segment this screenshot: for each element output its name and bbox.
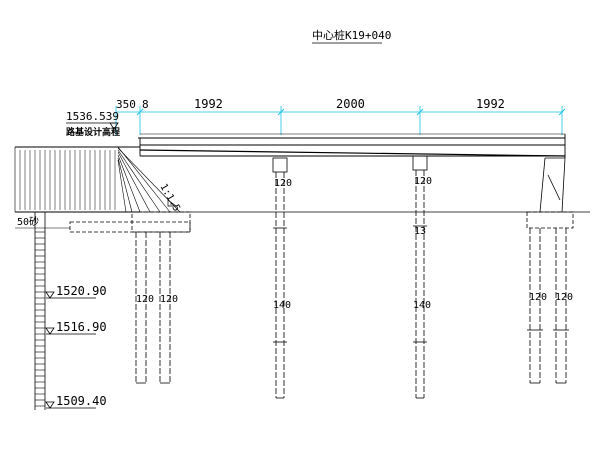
dim-label-span-1: 1992 (194, 97, 223, 111)
right-abutment-piles (529, 228, 567, 383)
elevation-2-label: 1516.90 (56, 320, 107, 334)
pile-label-left-b: 120 (160, 294, 178, 305)
dim-label-350: 350 (116, 98, 136, 111)
pile-label-left-a: 120 (136, 294, 154, 305)
roadbed-note: 路基设计高程 (66, 126, 120, 138)
drawing-title: 中心桩K19+040 (312, 28, 391, 42)
bridge-deck (138, 133, 566, 158)
right-abutment (526, 157, 574, 229)
soil-column-ticks (35, 231, 45, 407)
elevation-1-label: 1520.90 (56, 284, 107, 298)
pier-2-cap-label: 120 (414, 176, 432, 187)
pier-2-low-label: 13 (414, 226, 426, 237)
pile-label-right-b: 120 (555, 292, 573, 303)
elevation-marker-2 (45, 327, 96, 335)
pile-label-right-a: 120 (529, 292, 547, 303)
left-abutment-cap (69, 211, 191, 233)
dim-label-span-2: 2000 (336, 97, 365, 111)
elevation-top-label: 1536.539 (66, 110, 119, 123)
embankment-hatch (19, 150, 116, 210)
pier-1-cap-label: 120 (274, 178, 292, 189)
soil-column (15, 212, 70, 410)
slope-label: 1:1.5 (157, 182, 182, 214)
elevation-3-label: 1509.40 (56, 394, 107, 408)
elevation-marker-icon (109, 122, 119, 130)
soil-label: 50砂 (17, 215, 39, 228)
slope-marker-icon (167, 199, 178, 207)
dim-label-span-3: 1992 (476, 97, 505, 111)
pier-2-mid-label: 140 (413, 300, 431, 311)
elevation-marker-3 (45, 401, 96, 409)
left-embankment (14, 146, 140, 213)
left-abutment-piles (135, 232, 171, 383)
pier-1 (272, 157, 288, 399)
pier-2 (412, 155, 428, 399)
dimension-line (115, 106, 566, 135)
elevation-marker-1 (45, 291, 96, 299)
dim-label-8: 8 (142, 98, 149, 111)
pier-1-mid-label: 140 (273, 300, 291, 311)
